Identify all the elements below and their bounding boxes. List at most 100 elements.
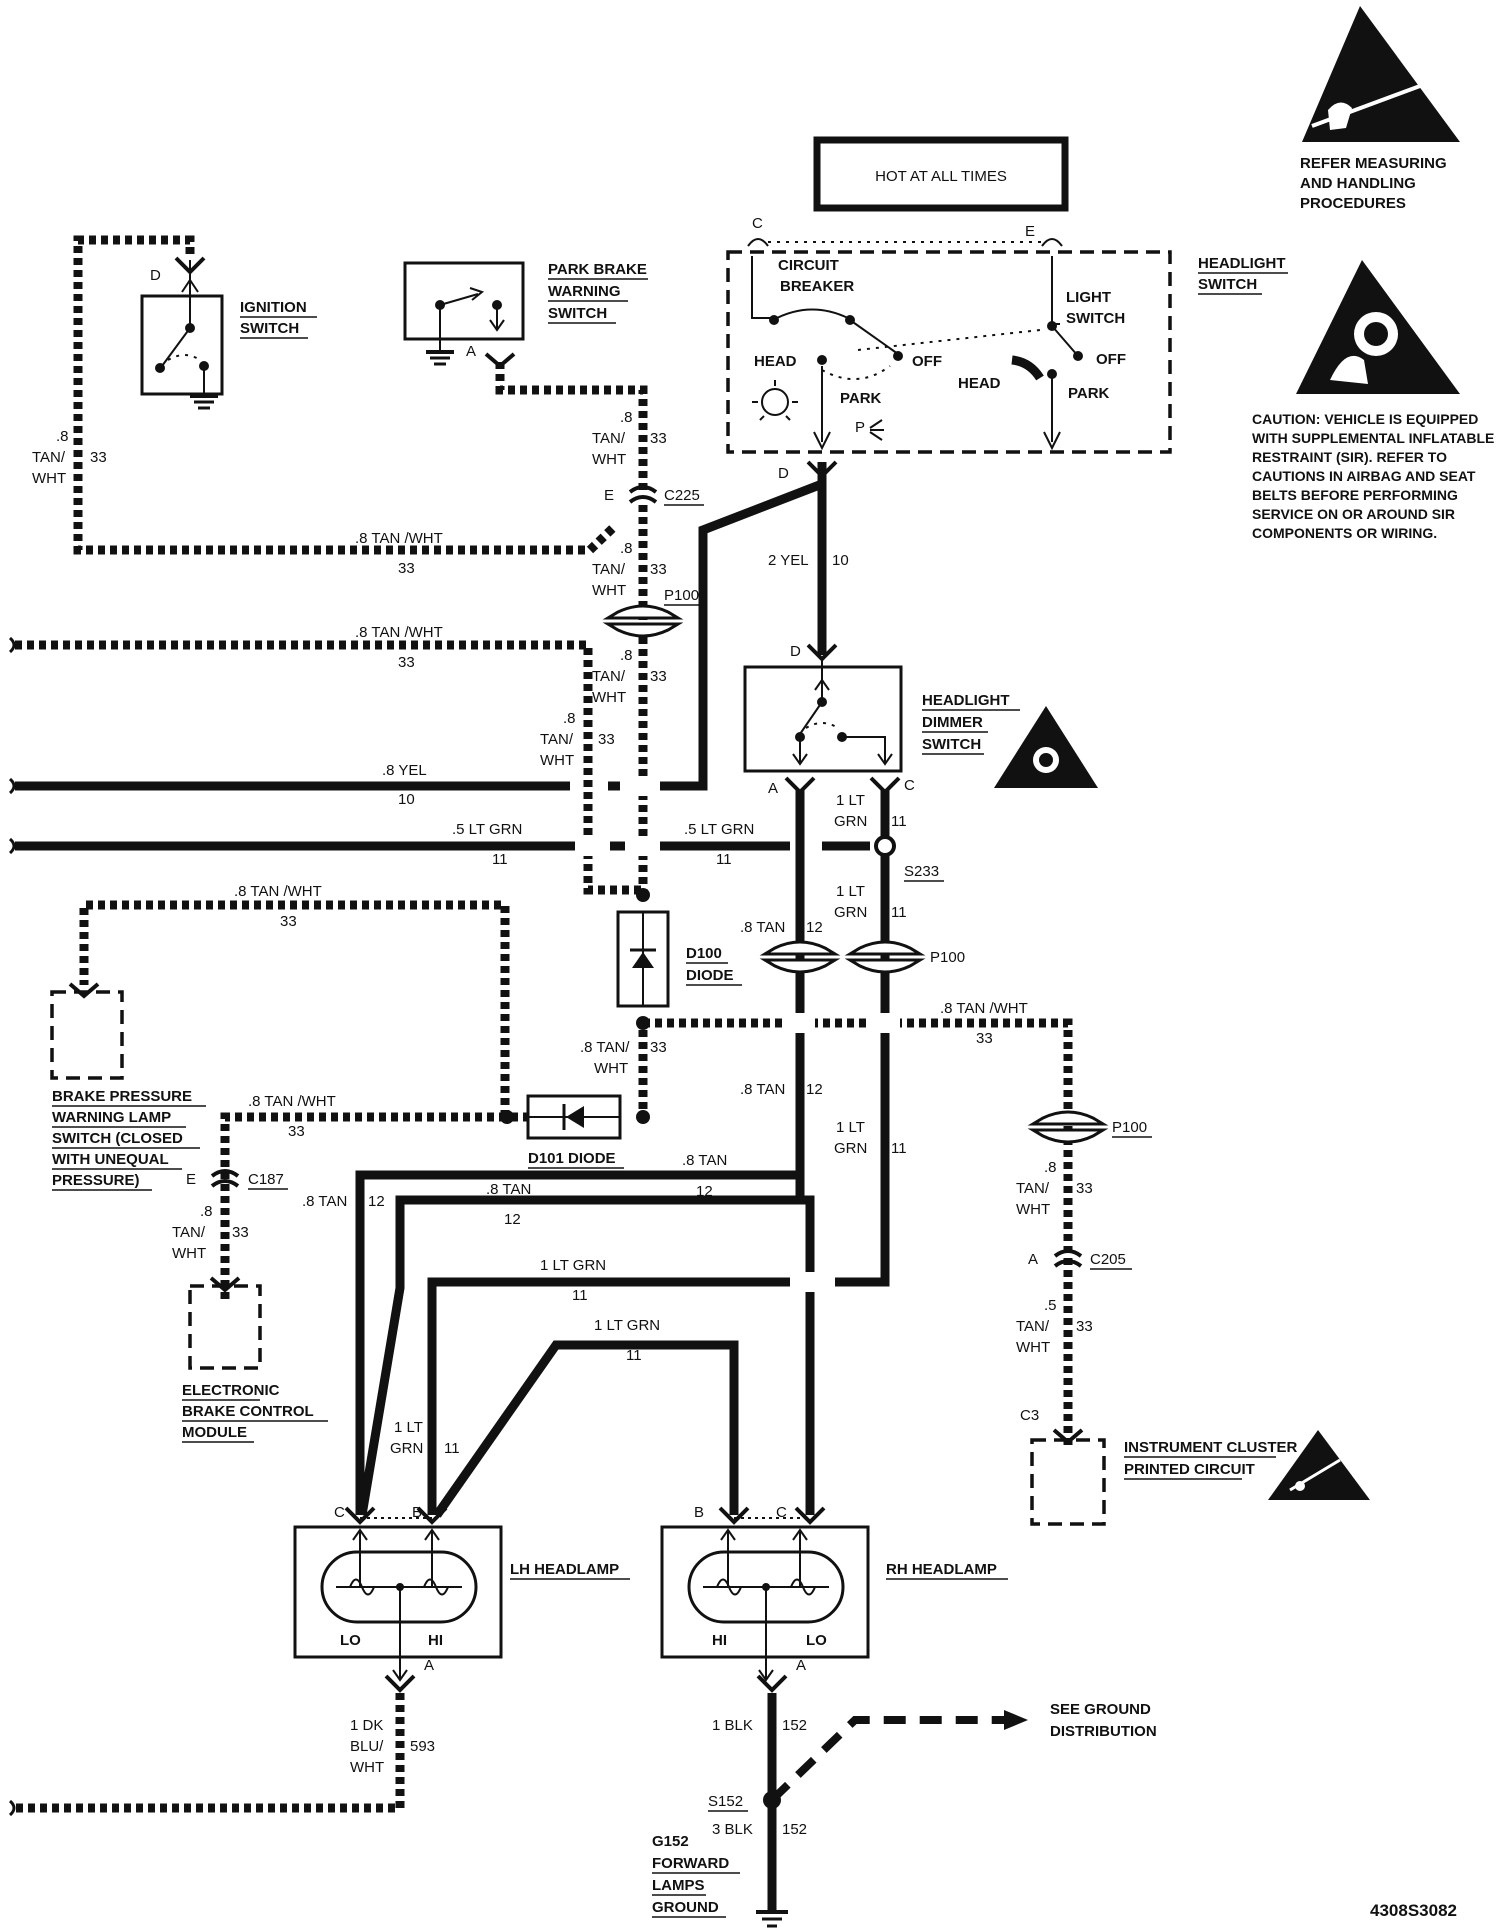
- lh-lo-label: LO: [340, 1632, 361, 1649]
- wire-11-rh-hi: [433, 1340, 739, 1518]
- d100-wire-color: WHT: [594, 1060, 628, 1077]
- pin-d-dimmer: D: [790, 643, 801, 660]
- wire-label-tan-wht-2: .8 TAN /WHT: [355, 624, 443, 641]
- dimmer-c-wire-2: GRN: [834, 813, 867, 830]
- g152-label-4: GROUND: [652, 1899, 719, 1916]
- p100-wire-color-2: WHT: [592, 689, 626, 706]
- wire-33-instrument: [643, 1018, 1073, 1450]
- d100-wire-circuit: 33: [650, 1039, 667, 1056]
- ign-wire-color-2: WHT: [32, 470, 66, 487]
- ground-distribution-label-1: SEE GROUND: [1050, 1701, 1151, 1718]
- headlight-switch: C E P CIRCUIT: [726, 215, 1172, 454]
- pin-e-c187: E: [186, 1171, 196, 1188]
- wire-12-rh: [800, 1195, 815, 1515]
- pin-a-dimmer: A: [768, 780, 778, 797]
- lh-headlamp: [293, 1506, 503, 1693]
- connector-p100-right: [1027, 1110, 1109, 1144]
- sir-note-7: COMPONENTS OR WIRING.: [1252, 525, 1437, 541]
- instrument-cluster: [1030, 1428, 1106, 1526]
- left-wire-color-2: WHT: [540, 752, 574, 769]
- wire-circuit-33-2: 33: [398, 654, 415, 671]
- c225-wire-gauge: .8: [620, 540, 633, 557]
- pin-c3: C3: [1020, 1407, 1039, 1424]
- wires: [15, 235, 1073, 1912]
- lh-ground-wire-1: 1 DK: [350, 1717, 383, 1734]
- left-wire-gauge: .8: [563, 710, 576, 727]
- ebcm-label-1: ELECTRONIC: [182, 1382, 280, 1399]
- g152-wire: 3 BLK: [712, 1821, 753, 1838]
- ic-wire-circuit-2: 33: [1076, 1318, 1093, 1335]
- park-brake-switch: [403, 261, 525, 369]
- lh-ground-wire-3: WHT: [350, 1759, 384, 1776]
- lt-grn-11-wire-c2: GRN: [834, 1140, 867, 1157]
- tan-12-circuit-a: 12: [806, 919, 823, 936]
- connector-p100-mid: [759, 940, 926, 974]
- ign-wire-circuit: 33: [90, 449, 107, 466]
- ic-wire-color-1a: TAN/: [1016, 1180, 1050, 1197]
- headlight-switch-title-2: SWITCH: [1198, 276, 1257, 293]
- rh-ground-wire: 1 BLK: [712, 1717, 753, 1734]
- lh-pin-c: C: [334, 1504, 345, 1521]
- pb-wire-color-1: TAN/: [592, 430, 626, 447]
- c225-wire-color-1: TAN/: [592, 561, 626, 578]
- wire-circuit-11-a: 11: [492, 851, 508, 868]
- rh-pin-a: A: [796, 1657, 806, 1674]
- wire-593: [15, 1693, 405, 1813]
- hot-at-all-times-box: HOT AT ALL TIMES: [813, 136, 1069, 212]
- wire-circuit-10-b: 10: [398, 791, 415, 808]
- lt-grn-11-wire-d: 1 LT GRN: [540, 1257, 606, 1274]
- dimmer-label-2: DIMMER: [922, 714, 983, 731]
- wire-label-lt-grn-a: .5 LT GRN: [452, 821, 522, 838]
- sir-note-3: RESTRAINT (SIR). REFER TO: [1252, 449, 1447, 465]
- c187-wire-gauge: .8: [200, 1203, 213, 1220]
- off-label-left: OFF: [912, 353, 942, 370]
- pin-c-headlight-switch: C: [752, 215, 763, 232]
- wire-label-08-yel: .8 YEL: [382, 762, 427, 779]
- connector-c187: [210, 1169, 240, 1188]
- drawing-id: 4308S3082: [1370, 1901, 1457, 1920]
- c187-wire-circuit: 33: [232, 1224, 249, 1241]
- park-symbol: P: [855, 419, 865, 436]
- pin-d-headlight-switch: D: [778, 465, 789, 482]
- ign-wire-color-1: TAN/: [32, 449, 66, 466]
- dimmer-c-wire-1: 1 LT: [836, 792, 865, 809]
- bulb-icon: [761, 388, 789, 416]
- wire-label-2-yel: 2 YEL: [768, 552, 809, 569]
- brake-pressure-label-1: BRAKE PRESSURE: [52, 1088, 192, 1105]
- splice-s233: [874, 835, 896, 857]
- park-label-left: PARK: [840, 390, 882, 407]
- esd-small-icon: [1268, 1430, 1370, 1500]
- park-brake-label-1: PARK BRAKE: [548, 261, 647, 278]
- ic-wire-color-2b: WHT: [1016, 1339, 1050, 1356]
- pb-wire-gauge: .8: [620, 409, 633, 426]
- headlight-switch-title-1: HEADLIGHT: [1198, 255, 1286, 272]
- wire-label-tan-wht-4: .8 TAN /WHT: [234, 883, 322, 900]
- hot-at-all-times-label: HOT AT ALL TIMES: [875, 168, 1007, 185]
- pin-d-ignition: D: [150, 267, 161, 284]
- sir-note-5: BELTS BEFORE PERFORMING: [1252, 487, 1458, 503]
- tan-12-circuit-b: 12: [806, 1081, 823, 1098]
- head-label-right: HEAD: [958, 375, 1001, 392]
- wire-label-lt-grn-b: .5 LT GRN: [684, 821, 754, 838]
- connector-c225: [628, 485, 658, 504]
- ic-wire-color-1b: WHT: [1016, 1201, 1050, 1218]
- wire-12-tan: [355, 790, 805, 1515]
- wire-33-ebcm-side: [79, 900, 510, 1117]
- wire-label-tan-wht-5: .8 TAN /WHT: [248, 1093, 336, 1110]
- rh-ground-circuit: 152: [782, 1717, 807, 1734]
- c225-wire-color-2: WHT: [592, 582, 626, 599]
- lh-ground-wire-2: BLU/: [350, 1738, 384, 1755]
- c205-label: C205: [1090, 1251, 1126, 1268]
- ic-wire-gauge-1: .8: [1044, 1159, 1057, 1176]
- wire-continuation-marks: [8, 636, 16, 1817]
- s152-label: S152: [708, 1793, 743, 1810]
- off-label-right: OFF: [1096, 351, 1126, 368]
- lh-hi-wire-2: GRN: [390, 1440, 423, 1457]
- lt-grn-11-wire-e: 1 LT GRN: [594, 1317, 660, 1334]
- wire-11-lh-hi: [427, 1277, 790, 1515]
- esd-warning-icon: [1302, 6, 1460, 142]
- connector-c205: [1053, 1249, 1083, 1268]
- left-wire-circuit: 33: [598, 731, 615, 748]
- wire-label-tan-wht-3: .8 TAN /WHT: [940, 1000, 1028, 1017]
